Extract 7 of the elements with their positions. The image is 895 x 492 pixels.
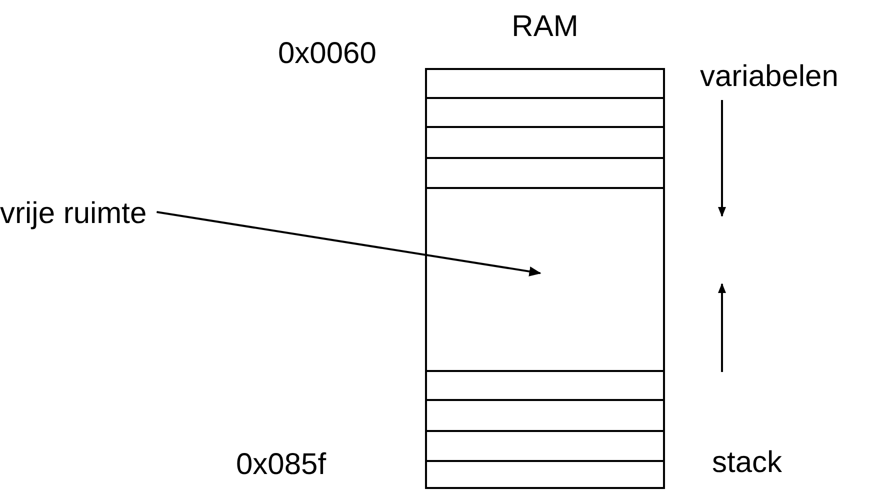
address-label: 0x085f (236, 448, 326, 482)
leader-line (156, 211, 542, 276)
region-label: stack (712, 446, 782, 480)
address-label: 0x0060 (278, 37, 376, 71)
callout-label: vrije ruimte (0, 197, 147, 231)
memory-title: RAM (510, 10, 580, 44)
region-label: variabelen (700, 60, 838, 94)
